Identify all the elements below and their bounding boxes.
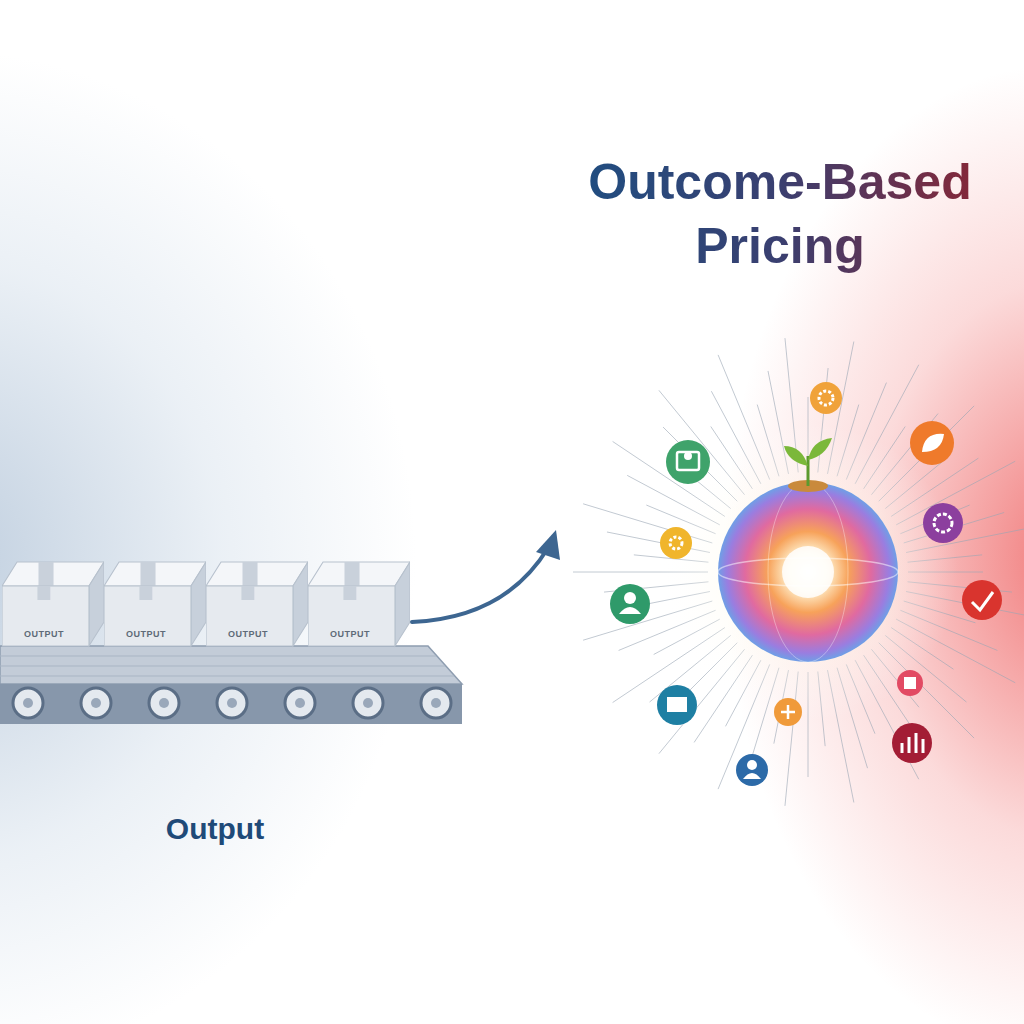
conveyor-belt [0,646,462,724]
sprout [784,438,832,492]
light-rays [573,338,1024,806]
output-box: OUTPUT [2,558,104,648]
caption-label: Output [130,812,300,846]
box-stamp: OUTPUT [312,629,388,639]
box-stamp: OUTPUT [6,629,82,639]
box-stamp: OUTPUT [210,629,286,639]
benefit-icons [610,382,1002,786]
diagram-title: Outcome-Based Pricing [560,150,1000,278]
output-box: OUTPUT [308,558,410,648]
outcome-globe [718,482,898,662]
transition-arrow [412,530,560,622]
output-box: OUTPUT [206,558,308,648]
box-stamp: OUTPUT [108,629,184,639]
output-box: OUTPUT [104,558,206,648]
